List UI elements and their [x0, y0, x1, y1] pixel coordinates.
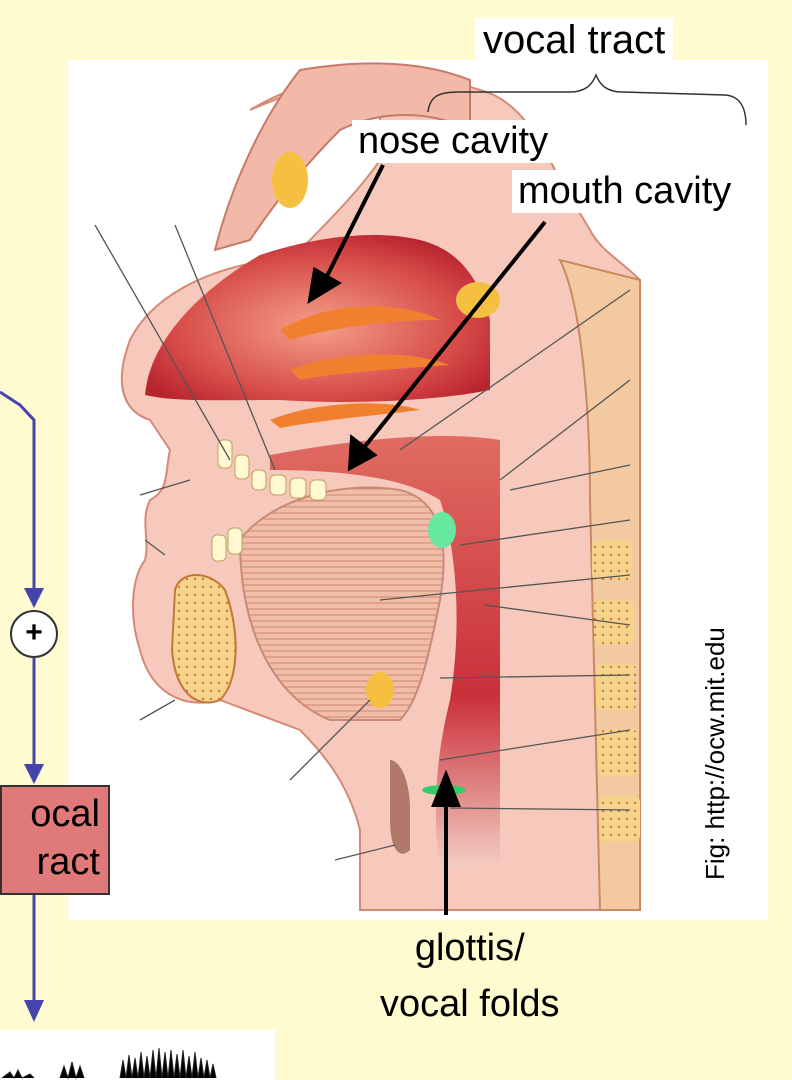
- mouth-cavity-label: mouth cavity: [512, 170, 737, 213]
- flow-arrowhead-top: [24, 588, 44, 608]
- flow-arrowhead-bottom: [24, 1000, 44, 1022]
- vocal-tract-label: vocal tract: [475, 18, 673, 63]
- adder-node: +: [10, 610, 58, 658]
- signal-flow: [0, 392, 44, 1022]
- jaw-bone: [172, 575, 236, 703]
- flow-arrowhead-mid: [24, 764, 44, 784]
- glottis-label: glottis/ vocal folds: [380, 920, 560, 1032]
- hyoid: [366, 672, 394, 708]
- nose-cavity-label: nose cavity: [352, 120, 554, 163]
- figure-credit: Fig: http://ocw.mit.edu: [700, 627, 731, 880]
- vocal-tract-box-line2: ract: [37, 841, 100, 884]
- vocal-tract-box: ocal ract: [0, 785, 110, 895]
- glottis-label-line1: glottis/: [380, 920, 560, 976]
- glottis-label-line2: vocal folds: [380, 976, 560, 1032]
- frontal-sinus: [272, 152, 308, 208]
- green-cartilage: [428, 512, 456, 548]
- vocal-tract-box-line1: ocal: [30, 793, 100, 836]
- flow-line-top: [0, 392, 34, 590]
